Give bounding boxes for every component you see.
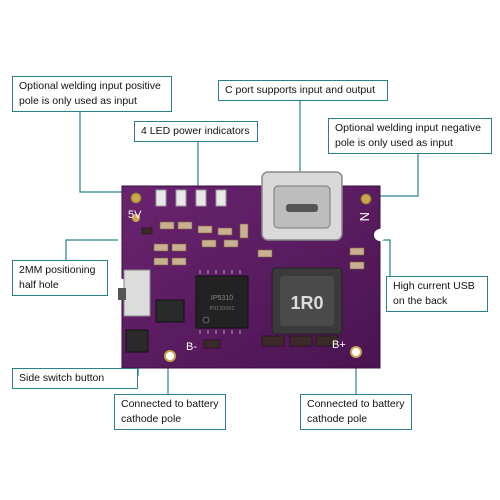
side-switch <box>123 269 151 317</box>
leader-welding-positive <box>79 110 128 193</box>
silk-n: N <box>357 212 372 221</box>
silk-5v: 5V <box>128 209 142 221</box>
callout-welding-positive: Optional welding input positive pole is … <box>12 76 172 112</box>
diode <box>125 329 149 353</box>
callout-c-port: C port supports input and output <box>218 80 388 101</box>
callout-side-switch: Side switch button <box>12 368 138 389</box>
usb-c-tongue <box>286 204 318 212</box>
chip-marking: IP5310 <box>211 295 233 302</box>
chip-submarking: P9120001 <box>209 306 234 312</box>
side-switch-knob <box>118 288 126 300</box>
leader-usb-back <box>380 239 391 282</box>
pad-battery-minus <box>164 350 176 362</box>
callout-led-indicators: 4 LED power indicators <box>134 121 258 142</box>
pad-negative <box>360 193 372 205</box>
silk-b-minus: B- <box>186 341 197 353</box>
pad-battery-plus <box>350 346 362 358</box>
led-3 <box>195 189 207 207</box>
leader-positioning-hole <box>65 239 118 262</box>
led-4 <box>215 189 227 207</box>
ic-chip <box>195 275 249 329</box>
led-1 <box>155 189 167 207</box>
callout-welding-negative: Optional welding input negative pole is … <box>328 118 492 154</box>
transistor <box>155 299 185 323</box>
callout-usb-back: High current USB on the back <box>386 276 488 312</box>
silk-b-plus: B+ <box>332 339 346 351</box>
led-2 <box>175 189 187 207</box>
pad-5v <box>132 214 140 222</box>
callout-positioning-hole: 2MM positioning half hole <box>12 260 108 296</box>
leader-welding-negative <box>378 150 419 197</box>
inductor-marking: 1R0 <box>290 293 323 313</box>
pad-positive <box>130 192 142 204</box>
callout-battery-cathode-left: Connected to battery cathode pole <box>114 394 226 430</box>
positioning-half-hole-right <box>374 229 386 241</box>
callout-battery-cathode-right: Connected to battery cathode pole <box>300 394 412 430</box>
